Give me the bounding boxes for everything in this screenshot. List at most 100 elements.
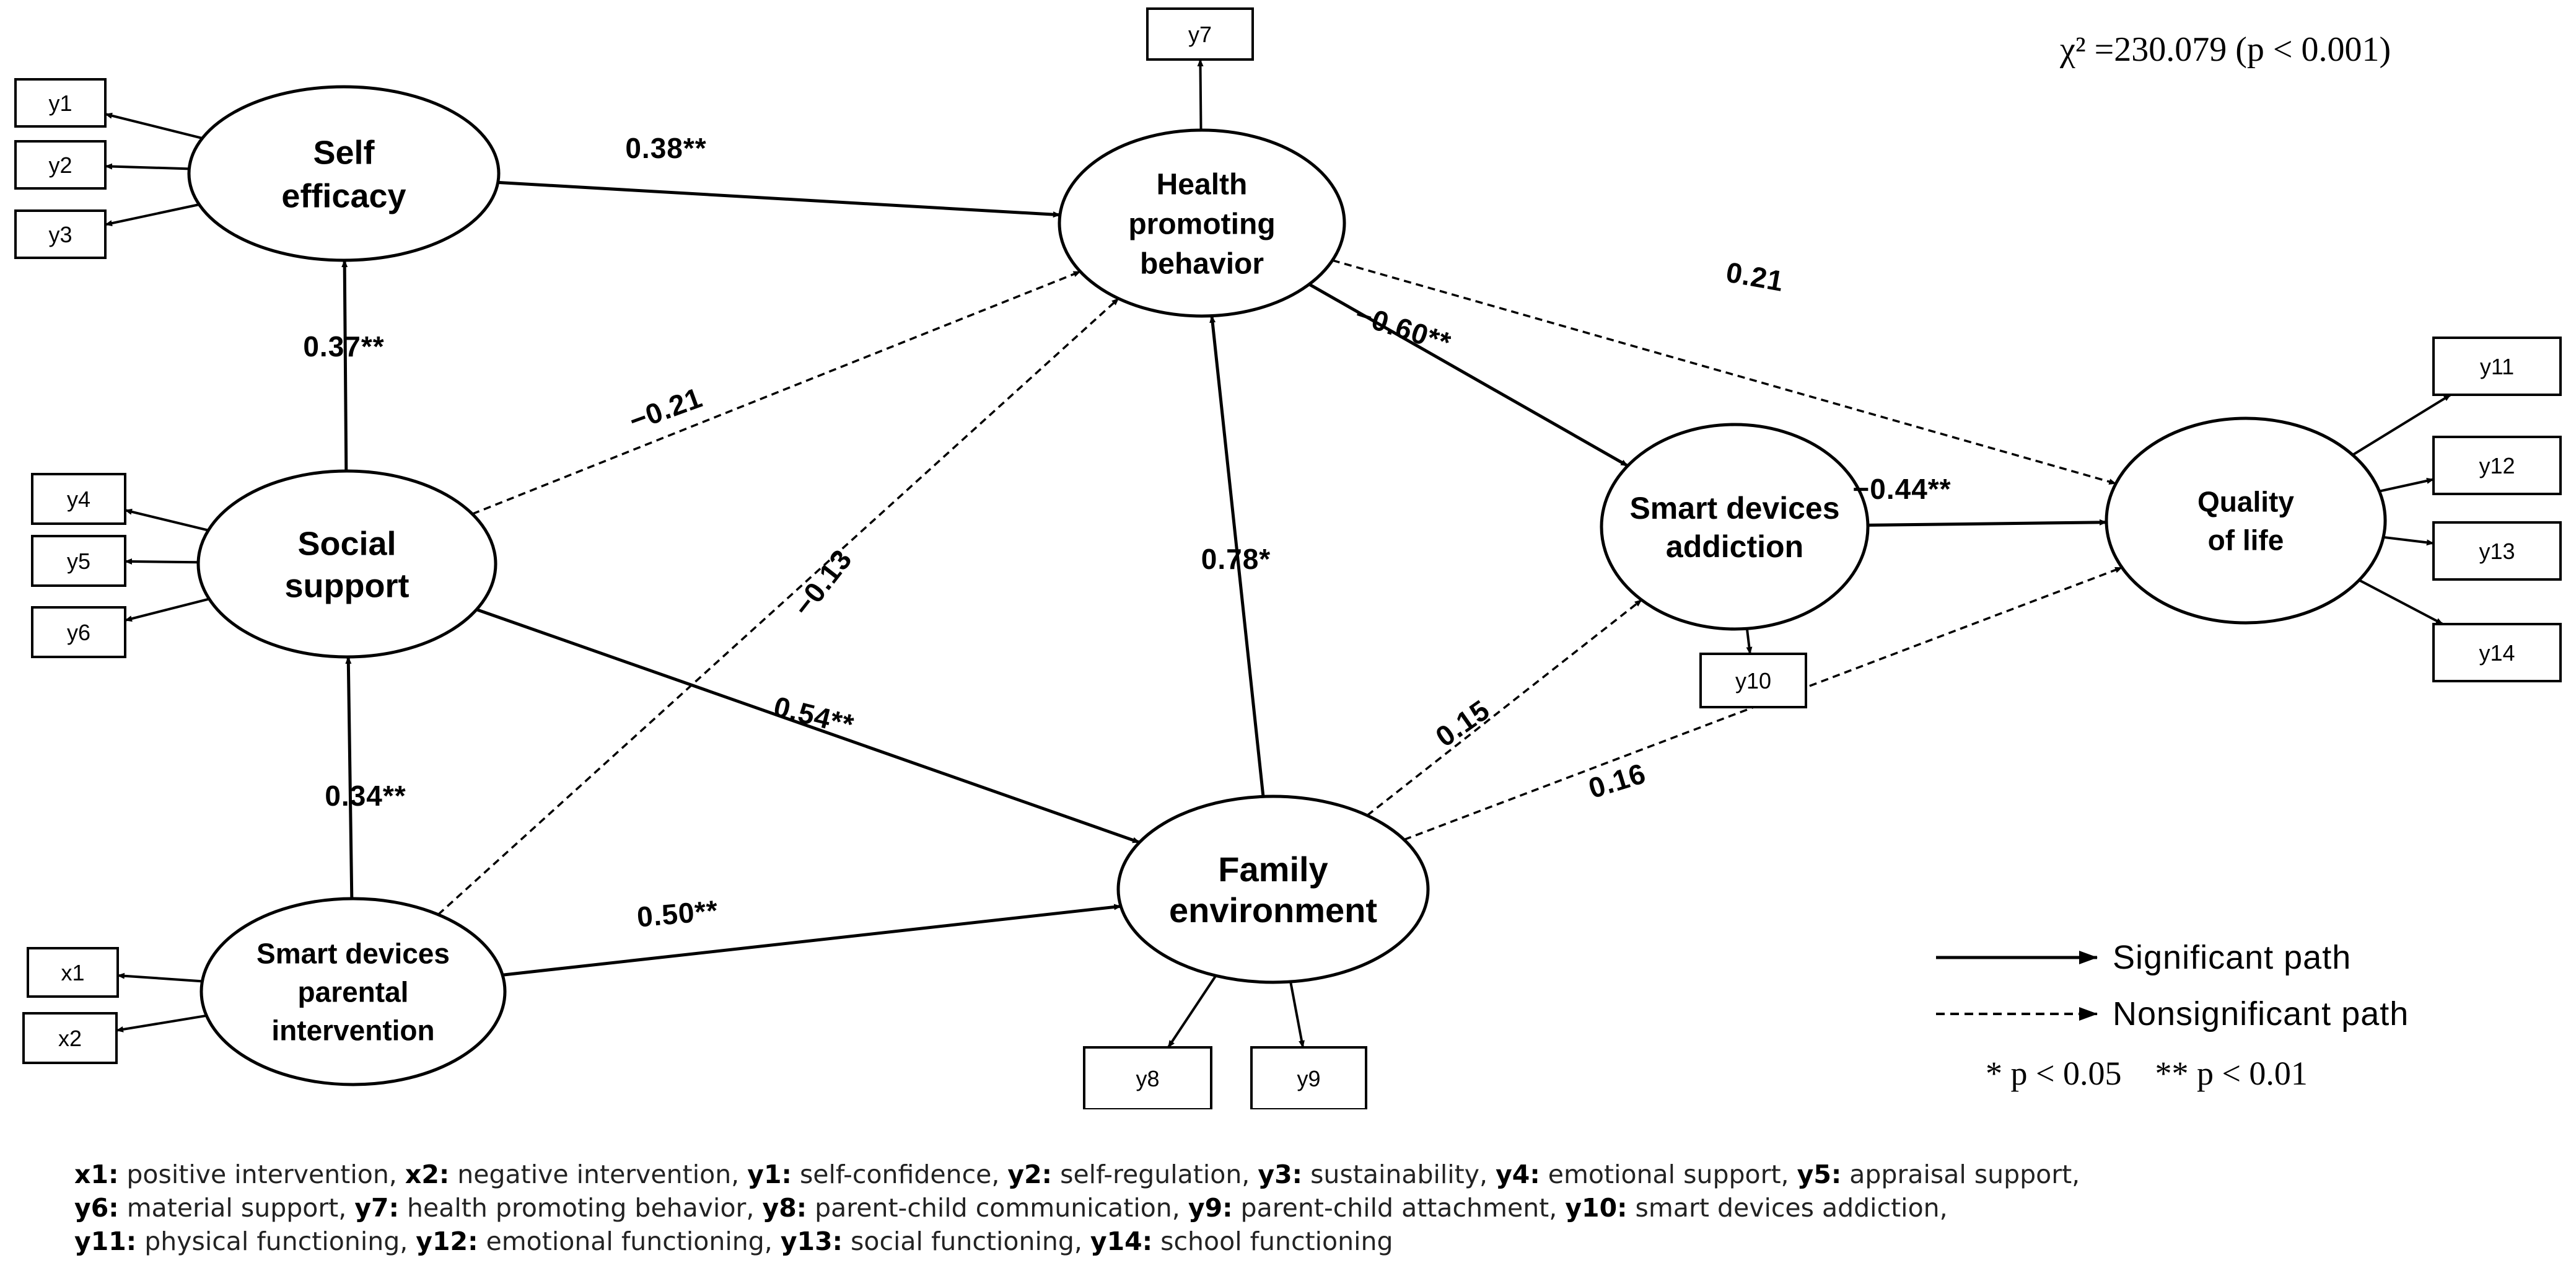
latent-ellipse [1058, 128, 1346, 318]
note-variable-description: emotional support, [1540, 1160, 1797, 1189]
indicator-label: y12 [2479, 453, 2515, 478]
indicator-box [31, 535, 126, 587]
path-addiction-to-qol [1867, 519, 2108, 527]
latent-label-line: Family [1218, 850, 1328, 889]
legend-significant-label: Significant path [2113, 939, 2351, 976]
latent-label-line: environment [1169, 891, 1377, 930]
indicator-arrow-y9 [1289, 981, 1305, 1048]
note-variable-description: sustainability, [1302, 1160, 1496, 1189]
indicator-arrow-x1 [117, 972, 203, 983]
indicator-label: y7 [1188, 22, 1212, 47]
note-variable-code: y13: [780, 1226, 843, 1256]
note-variable-description: social functioning, [843, 1226, 1090, 1256]
path-family-to-health [1209, 315, 1265, 797]
edges-layer [105, 59, 2451, 1049]
indicator-box [22, 1012, 118, 1064]
indicator-box [2432, 623, 2562, 682]
indicator-y8: y8 [1083, 1046, 1212, 1109]
latent-label-line: Self [313, 134, 375, 171]
indicator-box [14, 78, 107, 128]
indicator-y6: y6 [31, 606, 126, 658]
indicator-box [31, 473, 126, 525]
indicator-arrow-y14 [2358, 579, 2443, 625]
latent-label-line: Quality [2197, 486, 2294, 518]
indicator-label: y10 [1735, 668, 1771, 693]
legend: Significant path Nonsignificant path * p… [1936, 939, 2409, 1092]
latent-ellipse [1116, 795, 1430, 984]
indicator-box [1146, 7, 1254, 61]
note-variable-description: parent-child communication, [807, 1193, 1188, 1223]
indicator-label: y6 [67, 620, 90, 645]
note-variable-code: x2: [405, 1160, 450, 1189]
note-line-3: y11: physical functioning, y12: emotiona… [74, 1225, 2540, 1258]
indicator-y12: y12 [2432, 436, 2562, 495]
indicator-box [31, 606, 126, 658]
latent-ellipse [2105, 416, 2387, 625]
coefficient-health-to-qol: 0.21 [1724, 256, 1786, 297]
coefficient-addiction-to-qol: −0.44** [1852, 473, 1951, 505]
indicator-box [27, 947, 119, 998]
note-variable-code: y7: [354, 1193, 399, 1223]
latent-self-efficacy: Self efficacy [187, 85, 501, 262]
indicator-y14: y14 [2432, 623, 2562, 682]
indicator-label: y5 [67, 548, 90, 574]
path-social-to-family [476, 608, 1141, 844]
coefficient-social-to-self-efficacy: 0.37** [303, 330, 384, 363]
indicator-y3: y3 [14, 209, 107, 259]
note-variable-description: emotional functioning, [478, 1226, 781, 1256]
indicator-x1: x1 [27, 947, 119, 998]
indicator-label: y14 [2479, 640, 2515, 666]
note-variable-description: smart devices addiction, [1627, 1193, 1948, 1223]
legend-nonsignificant-label: Nonsignificant path [2113, 995, 2409, 1032]
note-variable-code: y14: [1090, 1226, 1153, 1256]
path-smart-parent-to-family [502, 904, 1122, 977]
latent-label-line: parental [298, 976, 409, 1008]
coefficient-smart-parent-to-family: 0.50** [636, 894, 719, 933]
indicator-label: y11 [2480, 354, 2514, 379]
path-smart-parent-to-social [345, 656, 354, 899]
note-variable-description: negative intervention, [449, 1160, 748, 1189]
path-smart-parent-to-health [437, 297, 1119, 916]
indicator-box [14, 209, 107, 259]
note-variable-description: material support, [118, 1193, 355, 1223]
note-variable-code: y1: [747, 1160, 792, 1189]
latent-ellipse [196, 469, 497, 659]
indicator-arrow-y11 [2352, 394, 2451, 456]
path-social-to-health [471, 270, 1081, 515]
note-variable-code: y9: [1188, 1193, 1233, 1223]
latent-label-line: efficacy [281, 177, 406, 214]
indicator-y13: y13 [2432, 521, 2562, 581]
path-self-efficacy-to-health [497, 180, 1061, 218]
indicator-arrow-y3 [105, 203, 199, 227]
latent-label-line: promoting [1128, 208, 1275, 240]
indicator-x2: x2 [22, 1012, 118, 1064]
note-variable-code: y11: [74, 1226, 137, 1256]
indicator-arrow-y12 [2379, 477, 2434, 493]
note-variable-code: y2: [1007, 1160, 1053, 1189]
indicator-y5: y5 [31, 535, 126, 587]
latent-label-line: behavior [1140, 247, 1264, 280]
indicator-arrow-y10 [1745, 628, 1753, 654]
indicator-arrow-y6 [125, 597, 210, 622]
note-variable-description: parent-child attachment, [1232, 1193, 1566, 1223]
latent-label-line: addiction [1666, 529, 1803, 564]
indicator-arrow-y13 [2383, 535, 2434, 546]
coefficient-family-to-health: 0.78* [1201, 543, 1271, 575]
indicator-label: x1 [61, 960, 84, 985]
note-variable-description: self-regulation, [1052, 1160, 1258, 1189]
indicator-label: y13 [2479, 539, 2515, 564]
indicator-y1: y1 [14, 78, 107, 128]
coefficient-family-to-addiction: 0.15 [1430, 693, 1496, 753]
p-value-note: * p < 0.05 ** p < 0.01 [1986, 1055, 2308, 1092]
indicator-box [14, 140, 107, 190]
note-variable-code: y5: [1797, 1160, 1842, 1189]
indicator-y10: y10 [1699, 653, 1807, 708]
note-variable-description: appraisal support, [1841, 1160, 2080, 1189]
note-line-2: y6: material support, y7: health promoti… [74, 1191, 2540, 1225]
indicator-arrow-y5 [125, 558, 199, 565]
path-health-to-addiction [1308, 283, 1629, 467]
latent-ellipse [199, 897, 507, 1086]
